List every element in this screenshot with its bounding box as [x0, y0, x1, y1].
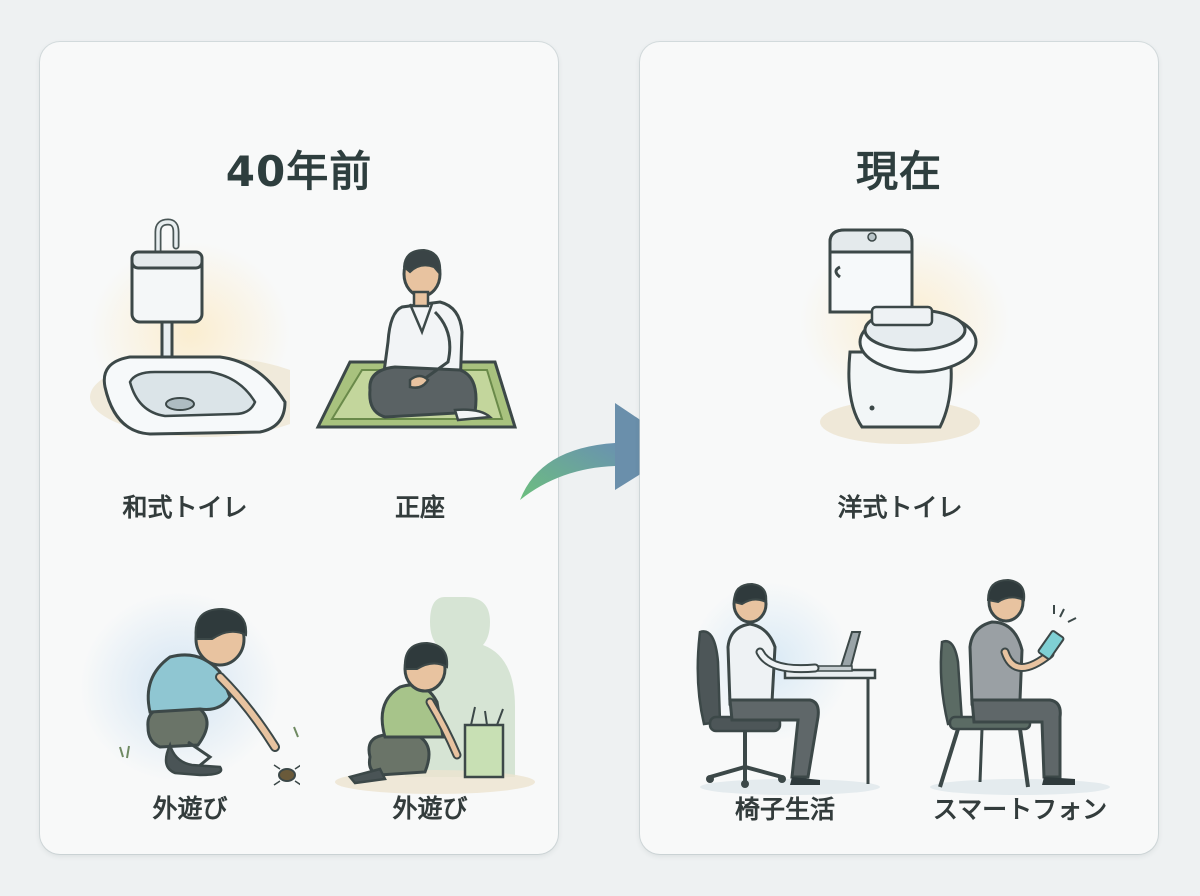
- panel-40-years-ago: 40年前 和式トイレ: [40, 42, 558, 854]
- item-outdoor-play-2: 外遊び: [325, 577, 535, 827]
- smartphone-person-icon: [930, 578, 1110, 795]
- panel-title-40-years-ago: 40年前: [225, 147, 373, 196]
- item-seiza: 正座: [310, 212, 530, 522]
- item-outdoor-play-1: 外遊び: [80, 577, 300, 827]
- western-toilet-icon: [800, 228, 1010, 444]
- label-seiza: 正座: [394, 493, 445, 522]
- item-western-toilet: 洋式トイレ: [790, 212, 1010, 522]
- label-outdoor-play-1: 外遊び: [152, 794, 228, 823]
- squat-toilet-icon: [90, 218, 290, 437]
- chair-desk-person-icon: [690, 582, 880, 795]
- child-playing-icon: [335, 597, 535, 794]
- panel-present: 現在 洋式トイレ: [640, 42, 1158, 854]
- label-western-toilet: 洋式トイレ: [837, 493, 963, 522]
- item-smartphone: スマートフォン: [910, 572, 1130, 832]
- label-squat-toilet: 和式トイレ: [122, 493, 248, 522]
- boy-crouching-bug-icon: [80, 592, 300, 786]
- label-chair-life: 椅子生活: [734, 795, 835, 824]
- panel-title-present: 現在: [855, 147, 942, 196]
- item-squat-toilet: 和式トイレ: [80, 212, 290, 522]
- label-outdoor-play-2: 外遊び: [392, 794, 468, 823]
- seiza-person-icon: [315, 248, 518, 429]
- label-smartphone: スマートフォン: [932, 795, 1108, 824]
- item-chair-life: 椅子生活: [690, 572, 880, 832]
